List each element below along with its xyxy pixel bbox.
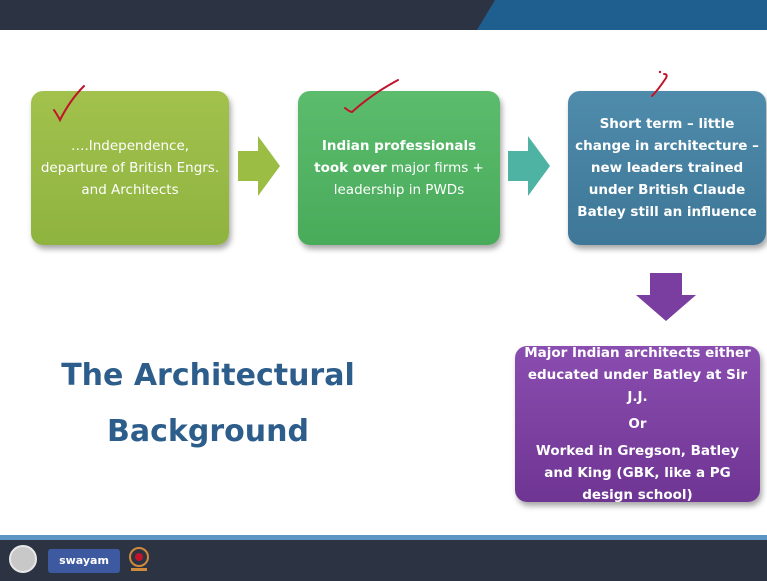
box-major-architects: Major Indian architects either educated …	[515, 345, 760, 503]
swayam-logo: swayam	[48, 549, 120, 573]
box-major-architects-line2: Worked in Gregson, Batley and King (GBK,…	[535, 443, 740, 503]
box-short-term-text: Short term – little change in architectu…	[575, 116, 759, 220]
box-indian-professionals-rest: major firms + leadership in PWDs	[333, 160, 484, 198]
box-short-term: Short term – little change in architectu…	[568, 91, 766, 245]
nptel-logo	[129, 547, 149, 571]
box-major-architects-line1: Major Indian architects either educated …	[524, 345, 751, 405]
nptel-emblem-icon	[9, 545, 37, 573]
box-independence-text: ….Independence, departure of British Eng…	[40, 138, 220, 198]
slide: ….Independence, departure of British Eng…	[10, 30, 767, 535]
slide-title-line1: The Architectural	[61, 358, 355, 393]
checkmark-icon	[344, 79, 399, 114]
footer-separator	[0, 535, 767, 540]
checkmark-icon	[53, 85, 85, 123]
arrow-down-icon	[636, 273, 696, 321]
slide-title: The Architectural Background	[58, 348, 358, 460]
box-major-architects-content: Major Indian architects either educated …	[523, 342, 752, 506]
box-indian-professionals-bold: Indian professionals took over	[314, 138, 477, 176]
box-indian-professionals-text: Indian professionals took over major fir…	[304, 135, 494, 201]
checkmark-icon	[651, 70, 668, 97]
slide-title-line2: Background	[107, 414, 309, 449]
footer-bar	[0, 540, 767, 581]
box-indian-professionals: Indian professionals took over major fir…	[298, 91, 500, 245]
box-independence: ….Independence, departure of British Eng…	[31, 91, 229, 245]
arrow-right-icon	[238, 136, 280, 196]
arrow-right-icon	[508, 136, 550, 196]
box-major-architects-or: Or	[628, 416, 647, 432]
top-bar-accent	[477, 0, 767, 30]
